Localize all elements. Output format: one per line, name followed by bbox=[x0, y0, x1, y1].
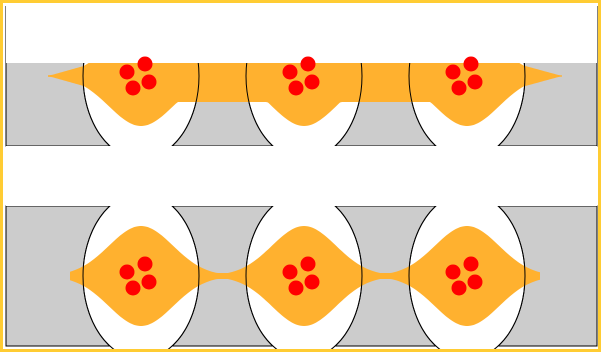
wave-envelope bbox=[70, 226, 540, 326]
red-dot bbox=[464, 57, 479, 72]
red-dot bbox=[464, 257, 479, 272]
red-dot bbox=[126, 81, 141, 96]
red-dot bbox=[126, 281, 141, 296]
red-dot bbox=[468, 275, 483, 290]
red-dot bbox=[301, 57, 316, 72]
red-dot bbox=[283, 265, 298, 280]
red-dot bbox=[305, 75, 320, 90]
band-mask bbox=[6, 3, 597, 63]
panel-gap bbox=[3, 147, 598, 205]
top-edge-mask bbox=[3, 3, 598, 6]
red-dot bbox=[468, 75, 483, 90]
red-dot bbox=[305, 275, 320, 290]
red-dot bbox=[142, 275, 157, 290]
red-dot bbox=[138, 57, 153, 72]
red-dot bbox=[452, 281, 467, 296]
red-dot bbox=[446, 265, 461, 280]
red-dot bbox=[301, 257, 316, 272]
red-dot bbox=[142, 75, 157, 90]
red-dot bbox=[120, 265, 135, 280]
red-dot bbox=[289, 81, 304, 96]
red-dot bbox=[283, 65, 298, 80]
red-dot bbox=[138, 257, 153, 272]
red-dot bbox=[446, 65, 461, 80]
red-dot bbox=[289, 281, 304, 296]
red-dot bbox=[452, 81, 467, 96]
red-dot bbox=[120, 65, 135, 80]
